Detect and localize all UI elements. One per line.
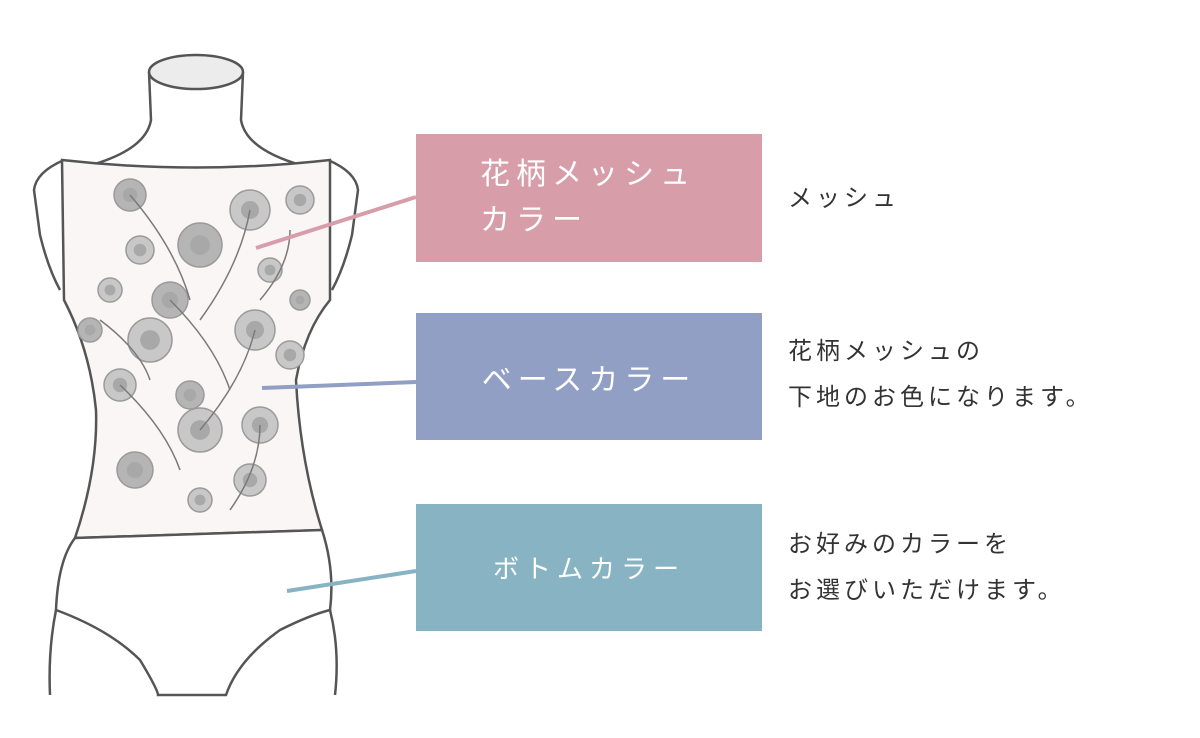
flower-center [84,324,96,336]
label-bottom-text: ボトムカラー [492,555,685,585]
flower-center [293,193,307,207]
flower-stem [199,209,251,321]
flower-center [264,264,276,276]
label-base-text: ベースカラー [481,362,697,398]
flower-center [295,295,305,305]
mannequin-right-shoulder [327,158,360,291]
mannequin-neck [87,71,305,168]
flower-stem [99,319,151,381]
flower-stem [129,194,191,301]
description-base-line1: 花柄メッシュの [788,337,984,365]
flower-stem [229,424,261,511]
description-bottom-line1: お好みのカラーを [788,530,1012,558]
floral-pattern [77,178,315,513]
label-mesh-color: 花柄メッシュ カラー [416,134,762,262]
leader-line-bottom [286,569,417,593]
flower-center [194,494,206,506]
bottom-leg-left [48,609,58,696]
flower-center [140,330,160,350]
flower-center [133,243,147,257]
flower-stem [199,329,256,431]
mannequin-left-shoulder [32,158,65,291]
flower-center [183,388,197,402]
bottom-briefs [54,528,333,697]
flower-center [283,348,297,362]
label-bottom-color: ボトムカラー [416,504,762,631]
description-base-line2: 下地のお色になります。 [788,383,1094,411]
description-mesh-line1: メッシュ [788,184,900,212]
flower-stem [119,384,181,471]
leader-line-base [261,380,417,390]
mannequin [32,53,360,291]
mannequin-neck-top [147,53,245,91]
leader-line-mesh [255,195,417,250]
bottom-leg-right [328,609,338,696]
flower-center [104,284,116,296]
description-mesh: メッシュ [788,175,900,221]
flower-center [190,235,210,255]
flower-center [126,461,144,479]
label-mesh-line1: 花柄メッシュ [480,157,696,192]
description-bottom-line2: お選びいただけます。 [788,576,1066,604]
label-mesh-line2: カラー [480,203,588,238]
description-base: 花柄メッシュの 下地のお色になります。 [788,328,1094,420]
flower-stem [169,299,231,391]
label-base-color: ベースカラー [416,313,762,440]
description-bottom: お好みのカラーを お選びいただけます。 [788,521,1066,613]
